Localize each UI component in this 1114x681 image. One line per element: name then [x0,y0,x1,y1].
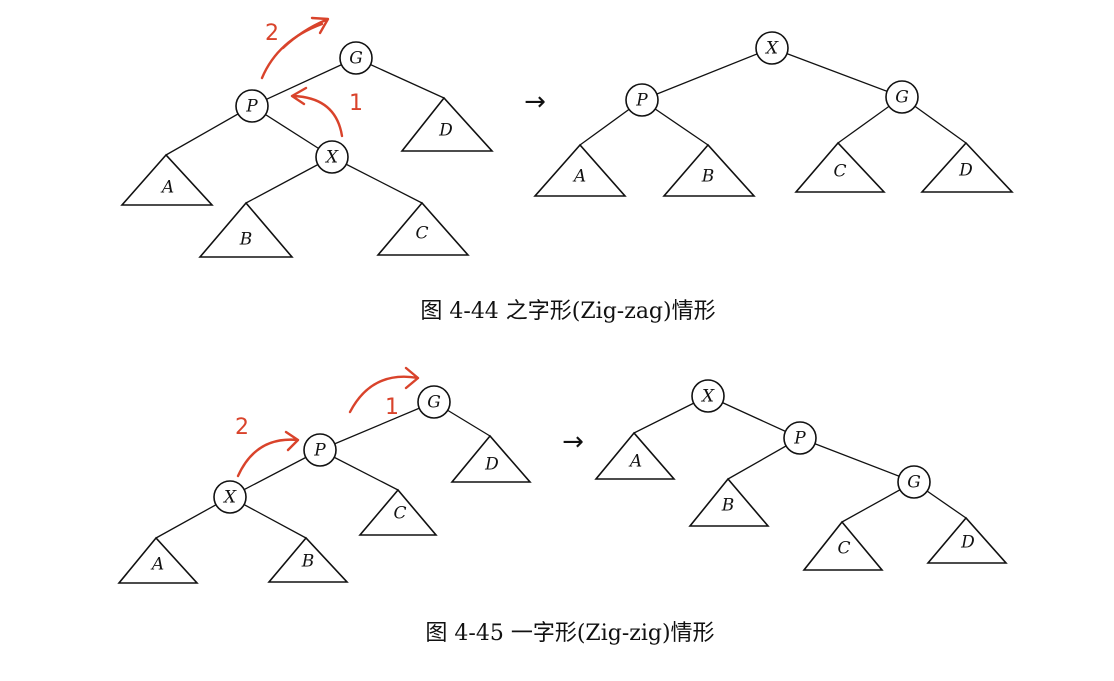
subtree-label: A [150,555,164,575]
figure-caption: 图 4-44 之字形(Zig-zag)情形 [420,299,715,324]
node-G: G [339,41,373,75]
node-label: P [635,91,648,111]
step-1-label: 1 [349,91,363,116]
figure-zigzag: A B C D G P X [120,16,1014,324]
node-G: G [417,385,451,419]
subtree-label: C [837,539,850,559]
zigzag-annotations: 2 1 [260,16,363,138]
subtree-label: B [701,167,715,187]
subtree-label: C [415,224,428,244]
subtree-D: D [400,96,494,152]
subtree-label: B [301,552,315,572]
node-label: P [313,441,326,461]
node-label: G [907,473,921,493]
subtree-label: D [438,121,453,141]
figure-caption: 图 4-45 一字形(Zig-zig)情形 [425,621,714,646]
node-label: X [324,148,339,168]
node-P: P [783,421,817,455]
zigzig-annotations: 2 1 [235,366,420,478]
node-P: P [625,83,659,117]
node-label: X [222,488,237,508]
figure-zigzig: A B C D G P X [117,366,1008,646]
rotation-arrow-1 [348,366,420,414]
subtree-D: D [450,434,532,483]
subtree-D: D [920,141,1014,193]
node-X: X [213,480,247,514]
subtree-A: A [533,143,627,197]
node-X: X [755,31,789,65]
subtree-label: D [958,161,973,181]
node-label: G [427,393,441,413]
node-X: X [691,379,725,413]
zigzag-after-tree: A B C D X P G [533,31,1014,197]
subtree-label: A [160,178,174,198]
subtree-B: B [688,477,770,527]
subtree-label: B [721,496,735,516]
zigzig-before-tree: A B C D G P X [117,385,532,584]
zigzag-before-tree: A B C D G P X [120,41,494,258]
subtree-A: A [594,431,676,480]
subtree-D: D [926,516,1008,564]
subtree-C: C [794,141,886,193]
subtree-B: B [198,201,294,258]
node-label: P [793,429,806,449]
rotation-arrow-1 [290,86,344,138]
subtree-label: B [239,230,253,250]
node-X: X [315,140,349,174]
subtree-label: D [960,533,975,553]
step-2-label: 2 [265,21,279,46]
step-2-label: 2 [235,415,249,440]
subtree-label: D [484,455,499,475]
node-label: G [895,88,909,108]
node-G: G [885,80,919,114]
zigzig-after-tree: A B C D X P G [594,379,1008,571]
arrow-icon: → [562,427,584,457]
node-P: P [235,89,269,123]
subtree-B: B [662,143,756,197]
arrow-icon: → [524,87,546,117]
node-label: P [245,97,258,117]
subtree-B: B [267,536,349,583]
subtree-C: C [376,201,470,256]
zigzag-transform-arrow: → [524,87,546,117]
subtree-C: C [802,520,884,571]
subtree-label: A [628,452,642,472]
zigzig-transform-arrow: → [562,427,584,457]
rotation-arrow-2 [281,16,330,50]
step-1-label: 1 [385,395,399,420]
node-P: P [303,433,337,467]
rotation-arrow-2 [236,430,300,478]
node-label: G [349,49,363,69]
node-label: X [700,387,715,407]
subtree-A: A [120,153,214,206]
subtree-A: A [117,536,199,584]
subtree-label: C [833,162,846,182]
subtree-label: C [393,504,406,524]
node-G: G [897,465,931,499]
subtree-C: C [358,488,438,536]
subtree-label: A [572,167,586,187]
node-label: X [764,39,779,59]
